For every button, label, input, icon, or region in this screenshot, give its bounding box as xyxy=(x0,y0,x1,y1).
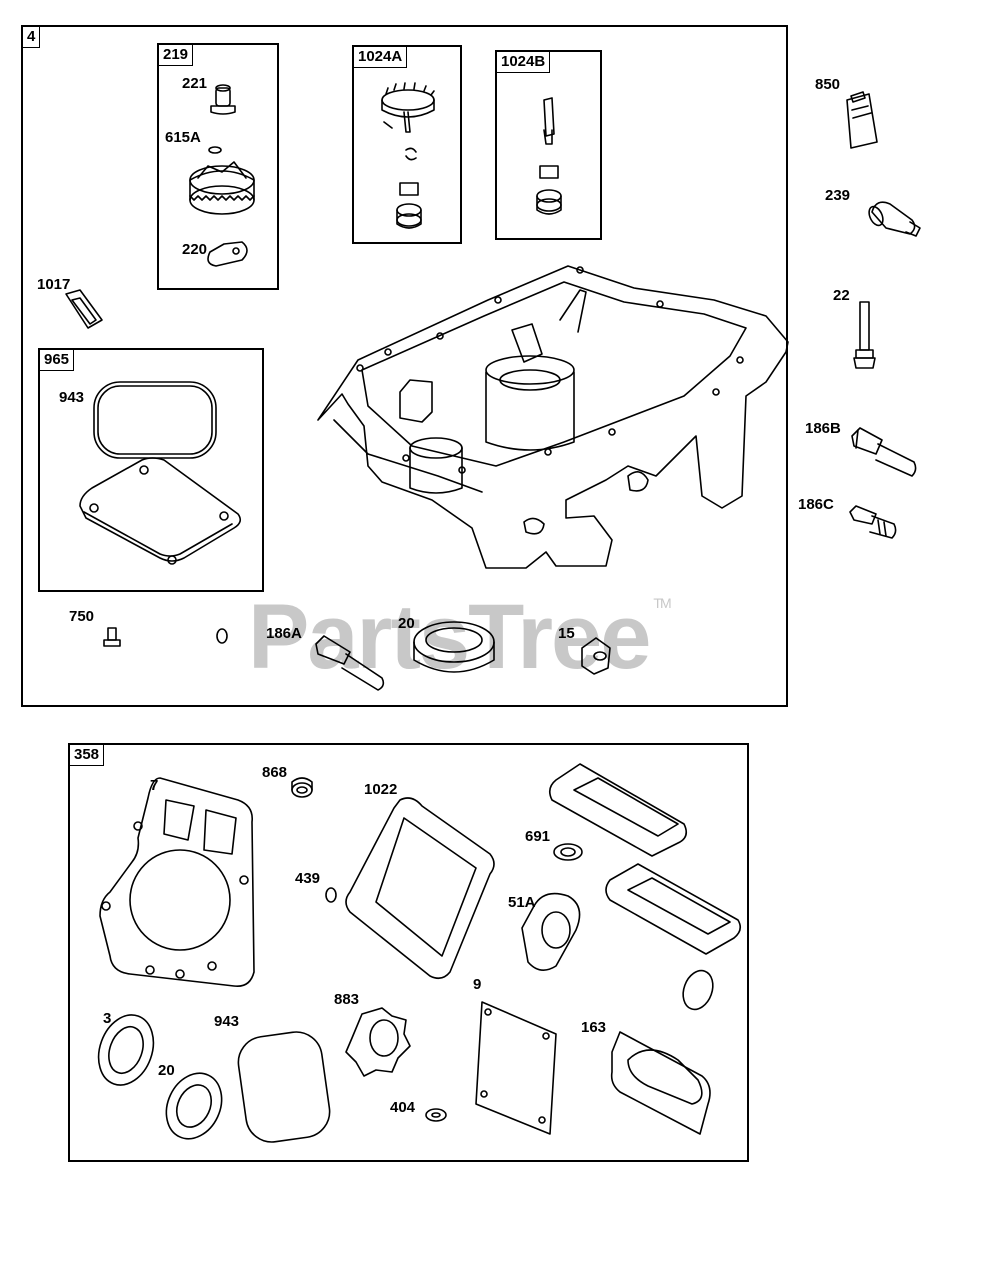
part-943-ring-inner xyxy=(97,385,213,455)
part-850-sealant-tube[interactable] xyxy=(846,91,878,149)
part-51a-gasket[interactable] xyxy=(521,892,581,971)
section-1024b-frame: 1024B xyxy=(495,50,602,240)
label-9: 9 xyxy=(473,976,482,993)
part-exhaust-gasket-upper[interactable] xyxy=(548,763,688,857)
part-7-head-gasket[interactable] xyxy=(99,777,255,988)
part-ring-right[interactable] xyxy=(678,966,718,1013)
part-22-bolt[interactable] xyxy=(853,301,876,369)
part-965-plate[interactable] xyxy=(79,457,242,565)
section-4-tag: 4 xyxy=(22,26,41,48)
label-7: 7 xyxy=(150,777,159,794)
section-1024b-tag: 1024B xyxy=(496,51,551,73)
part-883-gasket[interactable] xyxy=(345,1007,411,1077)
part-186a-fitting[interactable] xyxy=(315,635,385,691)
label-750: 750 xyxy=(69,608,95,625)
part-219-pump[interactable] xyxy=(189,161,255,215)
part-943-ring-lower[interactable] xyxy=(235,1029,333,1146)
part-220-plate[interactable] xyxy=(207,241,248,267)
section-219-tag: 219 xyxy=(158,44,194,66)
trademark-mark: TM xyxy=(653,595,671,611)
part-20-seal-top[interactable] xyxy=(413,621,495,673)
part-691-seal[interactable] xyxy=(553,843,583,861)
part-404-washer[interactable] xyxy=(425,1108,447,1122)
part-1022-gasket[interactable] xyxy=(345,797,495,980)
label-163: 163 xyxy=(581,1019,607,1036)
part-439-oring[interactable] xyxy=(325,887,337,903)
part-crankcase-sump[interactable] xyxy=(317,265,789,569)
label-439: 439 xyxy=(295,870,321,887)
label-1017: 1017 xyxy=(37,276,71,293)
part-868-seal[interactable] xyxy=(291,777,313,798)
label-239: 239 xyxy=(825,187,851,204)
section-965-tag: 965 xyxy=(39,349,75,371)
label-868: 868 xyxy=(262,764,288,781)
part-1024a-governor[interactable] xyxy=(381,82,435,229)
part-3-seal[interactable] xyxy=(89,1007,162,1092)
part-186c-fitting[interactable] xyxy=(849,505,897,539)
part-615a-oring[interactable] xyxy=(208,146,222,154)
part-186b-fitting[interactable] xyxy=(851,427,917,477)
label-615a: 615A xyxy=(165,129,201,146)
section-1024a-frame: 1024A xyxy=(352,45,462,244)
part-9-gasket[interactable] xyxy=(475,1001,557,1135)
part-239-sensor[interactable] xyxy=(866,201,921,237)
section-1024a-tag: 1024A xyxy=(353,46,408,68)
part-small-washer[interactable] xyxy=(216,628,228,644)
part-1024b-shaft[interactable] xyxy=(536,97,562,215)
label-850: 850 xyxy=(815,76,841,93)
part-220-hole xyxy=(232,247,240,255)
label-186c: 186C xyxy=(798,496,834,513)
section-965-frame: 965 xyxy=(38,348,264,592)
section-358-frame: 358 xyxy=(68,743,749,1162)
label-220: 220 xyxy=(182,241,208,258)
part-exhaust-gasket-lower[interactable] xyxy=(605,863,742,955)
label-15: 15 xyxy=(558,625,575,642)
label-404: 404 xyxy=(390,1099,416,1116)
part-750-screw[interactable] xyxy=(103,627,121,647)
label-186a: 186A xyxy=(266,625,302,642)
label-691: 691 xyxy=(525,828,551,845)
label-51a: 51A xyxy=(508,894,536,911)
label-883: 883 xyxy=(334,991,360,1008)
label-186b: 186B xyxy=(805,420,841,437)
label-943-lower: 943 xyxy=(214,1013,240,1030)
label-943-upper: 943 xyxy=(59,389,85,406)
part-1017-gasket[interactable] xyxy=(65,289,103,329)
part-221-bushing[interactable] xyxy=(210,84,236,115)
section-219-frame: 219 xyxy=(157,43,279,290)
label-20-upper: 20 xyxy=(398,615,415,632)
label-221: 221 xyxy=(182,75,208,92)
label-22: 22 xyxy=(833,287,850,304)
section-4-frame: 4 xyxy=(21,25,788,707)
label-20-lower: 20 xyxy=(158,1062,175,1079)
part-163-gasket[interactable] xyxy=(610,1031,711,1135)
section-358-tag: 358 xyxy=(69,744,105,766)
part-20-seal-lower[interactable] xyxy=(156,1064,232,1148)
watermark-text: PartsTree xyxy=(248,586,651,688)
part-15-bushing[interactable] xyxy=(581,637,611,675)
label-3: 3 xyxy=(103,1010,112,1027)
label-1022: 1022 xyxy=(364,781,398,798)
part-943-ring[interactable] xyxy=(93,381,217,459)
